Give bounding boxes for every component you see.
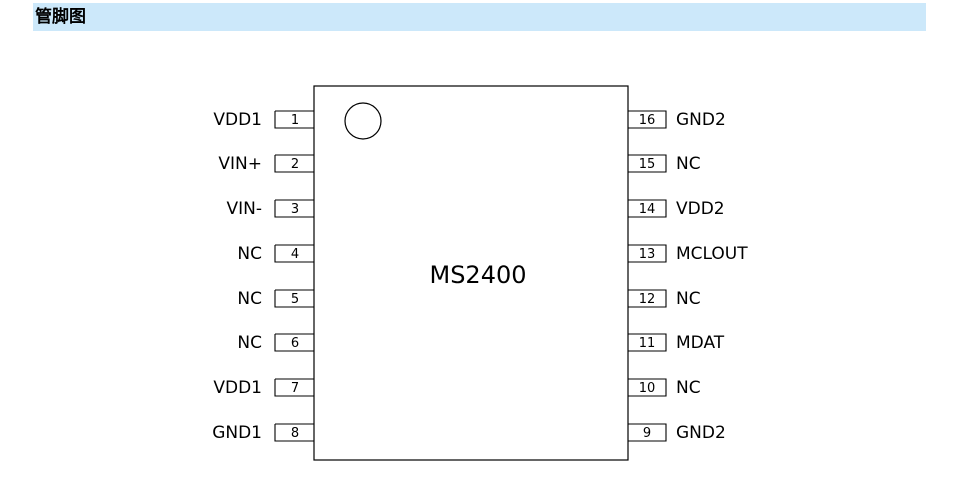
chip-name: MS2400: [429, 261, 526, 289]
pin-name: GND2: [676, 110, 726, 130]
pin-number: 12: [639, 292, 656, 307]
right-pin-9: 9 GND2: [628, 423, 726, 443]
pin-lead: [628, 110, 667, 129]
pin-lead: [628, 244, 667, 263]
pin-name: MCLOUT: [676, 244, 748, 264]
pin-name: NC: [676, 154, 701, 174]
pin-lead: [274, 423, 314, 442]
pin-name: NC: [237, 333, 262, 353]
pin-lead: [274, 244, 314, 263]
left-pin-6: 6 NC: [237, 333, 314, 353]
pin-lead: [628, 289, 667, 308]
pin-lead: [628, 378, 667, 397]
right-pin-16: 16 GND2: [628, 110, 726, 130]
pin-name: VIN+: [218, 154, 262, 174]
pin-number: 14: [639, 202, 656, 217]
pin-lead: [274, 289, 314, 308]
right-pin-10: 10 NC: [628, 378, 701, 398]
section-header-bar: 管脚图: [33, 3, 926, 31]
pin-name: NC: [676, 378, 701, 398]
right-pin-12: 12 NC: [628, 289, 701, 309]
pin-lead: [274, 378, 314, 397]
pin-number: 13: [639, 247, 656, 262]
pin-lead: [628, 423, 667, 442]
pin-name: VDD1: [213, 378, 262, 398]
left-pin-5: 5 NC: [237, 289, 314, 309]
right-pin-14: 14 VDD2: [628, 199, 725, 219]
pin-number: 6: [291, 336, 299, 351]
pin-number: 11: [639, 336, 656, 351]
pin-name: NC: [676, 289, 701, 309]
pin-name: GND1: [212, 423, 262, 443]
pin-number: 8: [291, 426, 299, 441]
pin-lead: [274, 110, 314, 129]
pin-number: 10: [639, 381, 656, 396]
left-pin-7: 7 VDD1: [213, 378, 314, 398]
pin-name: VDD1: [213, 110, 262, 130]
pin-number: 3: [291, 202, 299, 217]
pin-number: 7: [291, 381, 299, 396]
pin-name: GND2: [676, 423, 726, 443]
pin-name: NC: [237, 289, 262, 309]
pin-name: NC: [237, 244, 262, 264]
pin-lead: [628, 333, 667, 352]
left-pin-3: 3 VIN-: [227, 199, 314, 219]
right-pin-11: 11 MDAT: [628, 333, 725, 353]
pin-name: MDAT: [676, 333, 725, 353]
pin-lead: [628, 199, 667, 218]
pin-number: 15: [639, 157, 656, 172]
left-pin-1: 1 VDD1: [213, 110, 314, 130]
pin-lead: [274, 199, 314, 218]
left-pin-4: 4 NC: [237, 244, 314, 264]
pin-lead: [274, 333, 314, 352]
pin-name: VDD2: [676, 199, 725, 219]
pin-number: 1: [291, 113, 299, 128]
pin-lead: [274, 154, 314, 173]
right-pin-15: 15 NC: [628, 154, 701, 174]
pin-number: 16: [639, 113, 656, 128]
chip-body: [313, 85, 629, 461]
pin-number: 2: [291, 157, 299, 172]
left-pin-2: 2 VIN+: [218, 154, 314, 174]
pin-name: VIN-: [227, 199, 263, 219]
right-pin-13: 13 MCLOUT: [628, 244, 748, 264]
pin-lead: [628, 154, 667, 173]
left-pin-8: 8 GND1: [212, 423, 314, 443]
pin-number: 4: [291, 247, 299, 262]
pin-number: 5: [291, 292, 299, 307]
pin1-orientation-mark: [344, 102, 382, 140]
section-title: 管脚图: [35, 7, 86, 27]
pin-number: 9: [643, 426, 651, 441]
